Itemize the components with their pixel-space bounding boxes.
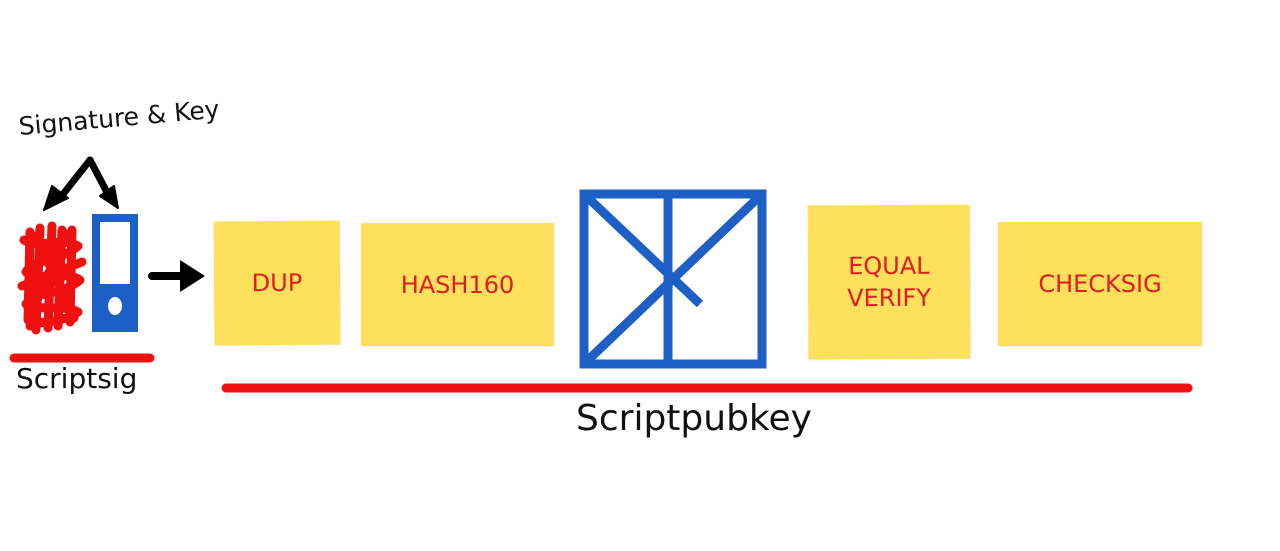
right-arrow-icon: [148, 260, 205, 292]
note-checksig-label: CHECKSIG: [1038, 270, 1162, 298]
note-dup-label: DUP: [251, 268, 303, 298]
note-equalverify-line1: EQUAL: [848, 251, 930, 281]
fork-arrow-icon: [43, 156, 119, 211]
scriptpubkey-label: Scriptpubkey: [576, 398, 812, 439]
note-checksig: CHECKSIG: [998, 222, 1202, 346]
note-hash160-label: HASH160: [400, 270, 515, 299]
key-block-icon: [92, 214, 138, 332]
note-equalverify: EQUAL VERIFY: [807, 204, 971, 360]
signature-scribble-icon: [17, 221, 87, 335]
note-dup: DUP: [213, 220, 341, 346]
scriptsig-label: Scriptsig: [16, 362, 138, 395]
hash-box-icon: [579, 189, 767, 369]
note-equalverify-line2: VERIFY: [847, 283, 932, 313]
note-hash160: HASH160: [361, 223, 554, 346]
